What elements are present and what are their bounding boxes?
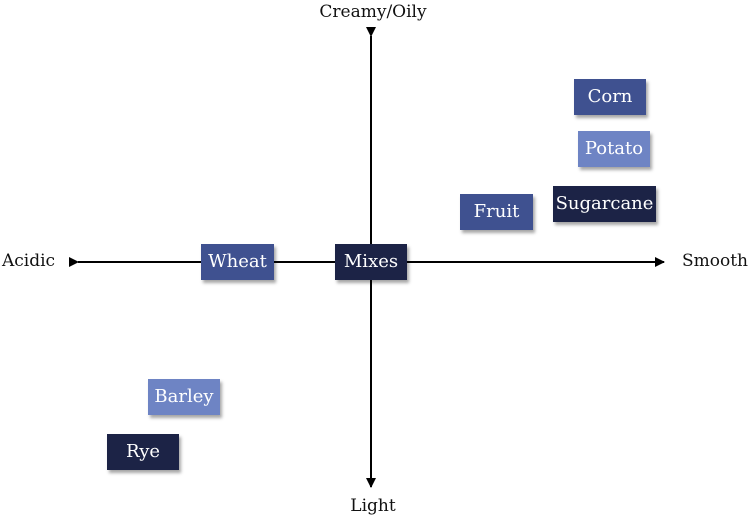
item-box-corn: Corn: [574, 79, 646, 115]
item-box-potato: Potato: [578, 131, 650, 167]
item-box-rye: Rye: [107, 434, 179, 470]
axis-label-top: Creamy/Oily: [319, 2, 427, 22]
axis-label-right: Smooth: [681, 251, 748, 271]
axis-label-bottom: Light: [350, 496, 396, 516]
item-box-fruit: Fruit: [460, 194, 533, 230]
item-box-sugarcane: Sugarcane: [553, 186, 656, 222]
item-box-wheat: Wheat: [201, 244, 274, 280]
axis-label-left: Acidic: [2, 251, 56, 271]
item-box-mixes: Mixes: [335, 244, 407, 280]
item-box-barley: Barley: [148, 379, 220, 415]
